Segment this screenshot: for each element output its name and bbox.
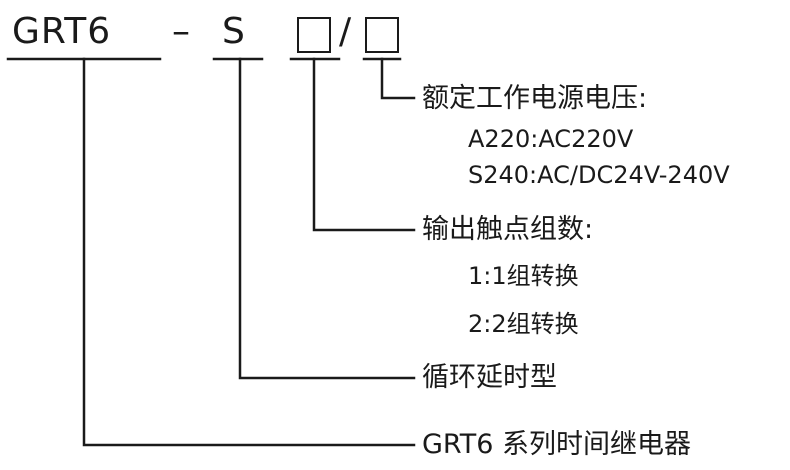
contacts-option-1: 1:1组转换 [468, 262, 579, 290]
model-prefix: GRT6 [12, 11, 112, 52]
model-dash: – [172, 11, 191, 52]
voltage-option-a220: A220:AC220V [468, 125, 634, 153]
contacts-heading: 输出触点组数: [422, 214, 594, 245]
voltage-option-s240: S240:AC/DC24V-240V [468, 161, 730, 189]
function-heading: 循环延时型 [422, 362, 557, 393]
voltage-code-box [365, 17, 399, 53]
product-heading: GRT6 系列时间继电器 [422, 429, 691, 460]
connector-contacts [312, 57, 416, 232]
connector-product [82, 57, 416, 447]
contacts-option-2: 2:2组转换 [468, 310, 579, 338]
connector-voltage [380, 57, 416, 100]
connector-function [238, 57, 416, 380]
contacts-code-box [297, 17, 331, 53]
voltage-heading: 额定工作电源电压: [422, 83, 648, 114]
model-slash: / [339, 11, 353, 52]
model-series-letter: S [222, 11, 246, 52]
